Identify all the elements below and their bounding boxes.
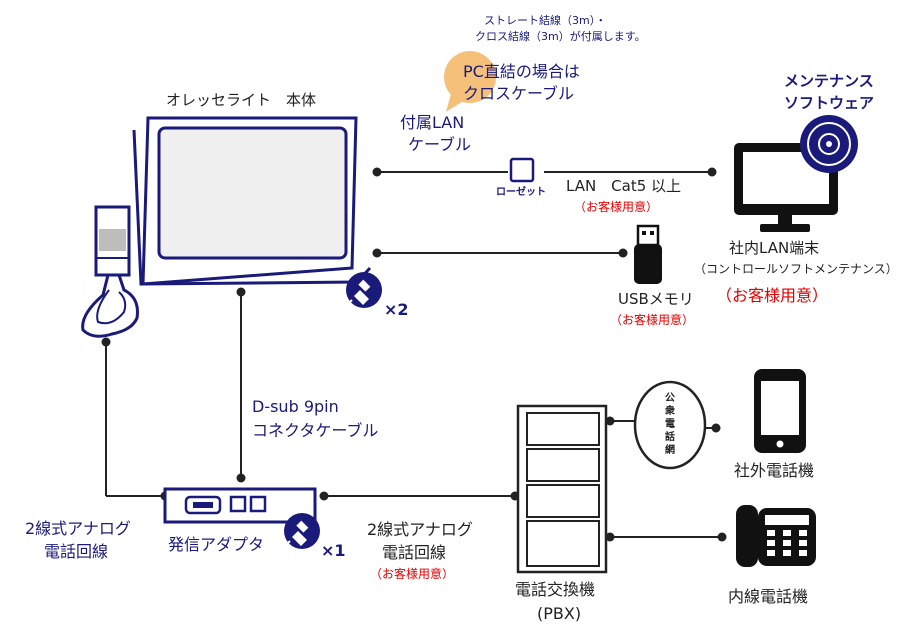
maintenance-sw-line2: ソフトウェア [784,94,875,112]
power-plug-icon [346,272,382,308]
public-network-ellipse [633,380,707,470]
usb-customer-prepared: （お客様用意） [610,313,695,327]
adapter-label: 発信アダプタ [168,535,265,554]
smartphone-icon [754,369,806,453]
bundled-lan-line1: 付属LAN [400,113,465,132]
external-phone-label: 社外電話機 [734,461,815,480]
usb-stick-icon [634,224,662,284]
public-network-label: 公衆電話網 [665,393,675,456]
bundled-lan-line2: ケーブル [408,135,472,154]
analog-left-line2: 電話回線 [44,542,109,561]
pc-direct-line2: クロスケーブル [463,84,575,103]
lan-note-line2: クロス結線（3m）が付属します。 [475,30,646,43]
main-unit-device [132,116,372,286]
adapter-device [163,487,317,524]
dsub-line1: D-sub 9pin [252,397,339,416]
lan-customer-prepared: （お客様用意） [574,200,659,214]
dsub-line2: コネクタケーブル [252,421,379,440]
power-plug-icon [284,513,320,549]
analog-left-line1: 2線式アナログ [25,519,131,538]
pbx-device [516,404,608,574]
maintenance-sw-line1: メンテナンス [784,72,874,90]
main-unit-label: オレッセライト 本体 [166,91,317,109]
lan-terminal-label: 社内LAN端末 [729,239,820,257]
lan-terminal-sub: （コントロールソフトメンテナンス） [694,262,898,276]
connection-dots [101,167,727,542]
cd-disc-icon [800,115,858,173]
speech-bubble [444,51,496,112]
connection-lines [105,171,722,538]
lan-cat5-label: LAN Cat5 以上 [566,177,682,195]
pc-direct-line1: PC直結の場合は [463,62,580,81]
rosette-label: ローゼット [496,187,546,198]
handset-icon [81,205,139,338]
analog-customer-prepared: （お客様用意） [370,567,455,581]
plug-count-main: ×2 [384,300,409,319]
usb-memory-label: USBメモリ [618,290,694,308]
main-unit-screen [157,126,348,260]
lan-note-line1: ストレート結線（3m）・ [484,14,607,27]
analog-mid-line2: 電話回線 [382,543,447,562]
rosette-box [509,157,535,183]
analog-mid-line1: 2線式アナログ [367,520,473,539]
pbx-label-line2: (PBX) [537,604,582,623]
desk-phone-icon [736,505,816,567]
pbx-label-line1: 電話交換機 [515,580,596,599]
internal-phone-label: 内線電話機 [728,587,809,606]
plug-count-adapter: ×1 [321,541,346,560]
terminal-customer-prepared: （お客様用意） [716,286,829,305]
